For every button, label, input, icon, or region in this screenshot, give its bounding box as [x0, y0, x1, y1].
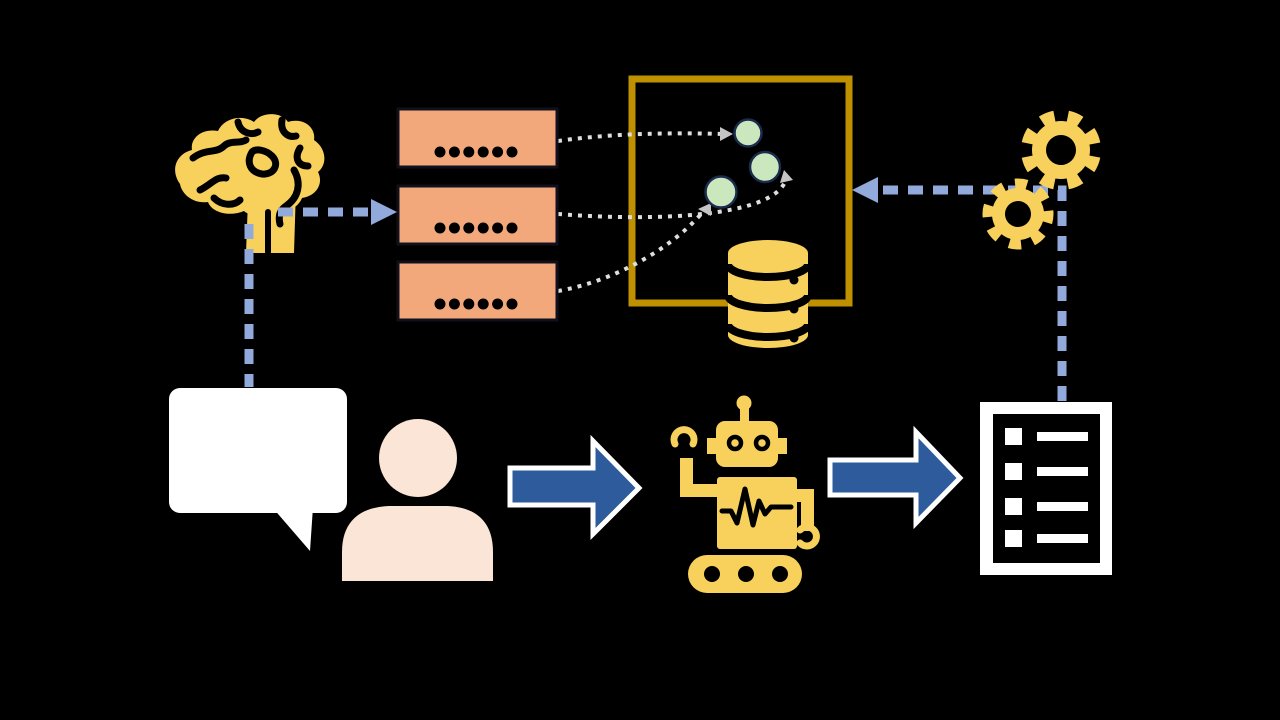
checklist-item-2 — [1005, 463, 1088, 480]
speech-bubble-icon — [169, 388, 347, 551]
robot-wheel-3 — [772, 566, 788, 582]
data-point-left — [704, 175, 738, 209]
robot-shoulder-left — [680, 484, 720, 497]
robot-antenna-ball — [736, 395, 752, 411]
robot-wheel-2 — [738, 566, 754, 582]
person-head — [379, 419, 457, 497]
brain-vessel-5 — [293, 144, 312, 170]
robot-arm-right — [801, 489, 814, 531]
checklist-bullet-1 — [1005, 428, 1022, 445]
database-led-1 — [789, 275, 799, 285]
brain-vessel-6 — [275, 166, 302, 228]
checklist-line-2 — [1037, 467, 1088, 476]
speech-bubble-body — [169, 388, 347, 513]
robot-claw-left — [670, 426, 698, 448]
gears-icon — [982, 110, 1101, 250]
checklist-document-icon — [980, 402, 1112, 575]
dotted-arrowhead-2 — [780, 170, 793, 183]
database-led-3 — [789, 333, 799, 343]
prompt-row-2 — [396, 184, 559, 246]
arrow-user-to-robot — [507, 434, 643, 541]
prompt-list — [396, 107, 559, 322]
database-band-3 — [724, 323, 812, 341]
gear-small-hole — [1005, 201, 1031, 227]
brain-vessel-2 — [196, 174, 230, 194]
checklist-item-4 — [1005, 530, 1088, 547]
person-icon — [342, 419, 493, 581]
gear-small-teeth — [982, 178, 1054, 250]
prompt-dots-row-2 — [434, 222, 518, 234]
checklist-line-4 — [1037, 534, 1088, 543]
gear-large-teeth — [1021, 110, 1101, 190]
dotted-connector-row3 — [557, 211, 704, 293]
checklist-item-3 — [1005, 498, 1088, 515]
dashed-gears-elbow — [878, 185, 1067, 401]
brain-vessel-7 — [210, 194, 244, 208]
brain-icon — [175, 114, 325, 255]
blue-dashed-connectors — [244, 177, 1067, 401]
prompt-dots-row-1 — [434, 146, 518, 158]
prompt-row-1 — [396, 107, 559, 169]
prompt-dots-row-3 — [434, 298, 518, 310]
robot-head — [716, 421, 778, 467]
database-led-2 — [789, 304, 799, 314]
dashed-arrowhead-left — [852, 177, 878, 203]
robot-eye-left — [726, 434, 744, 452]
robot-claw-right — [796, 523, 820, 550]
speech-bubble-tail — [272, 507, 313, 551]
database-band-1 — [724, 263, 812, 281]
database-icon — [724, 240, 812, 348]
prompt-row-3 — [396, 260, 559, 322]
data-points — [704, 118, 782, 209]
brain-vessel-4 — [278, 116, 300, 140]
checklist-bullet-3 — [1005, 498, 1022, 515]
arrow-robot-to-checklist — [827, 425, 964, 530]
database-band-2 — [724, 294, 812, 312]
data-point-top — [733, 118, 763, 148]
gear-large-hole — [1046, 135, 1076, 165]
gear-large — [1021, 110, 1101, 190]
checklist-line-3 — [1037, 502, 1088, 511]
checklist-bullet-2 — [1005, 463, 1022, 480]
data-point-right — [748, 150, 782, 184]
robot-icon — [670, 395, 820, 593]
brain-vessel-1 — [189, 136, 250, 162]
gear-small — [982, 178, 1054, 250]
checklist-bullet-4 — [1005, 530, 1022, 547]
dotted-connectors — [557, 127, 793, 293]
dotted-arrowhead-3 — [698, 203, 711, 216]
robot-eye-right — [753, 434, 771, 452]
dotted-arrowhead-1 — [720, 127, 733, 141]
checklist-item-1 — [1005, 428, 1088, 445]
brain-vessel-loop — [245, 146, 280, 178]
dotted-connector-row1 — [557, 131, 725, 143]
checklist-line-1 — [1037, 432, 1088, 441]
brain-vessel-3 — [234, 118, 262, 138]
dotted-connector-row2 — [557, 181, 787, 220]
person-body — [342, 506, 493, 581]
robot-wheel-1 — [704, 566, 720, 582]
robot-pulse-line — [719, 486, 794, 528]
database-body — [728, 240, 808, 348]
dashed-arrowhead-right — [371, 199, 397, 225]
robot-antenna-stem — [740, 408, 749, 424]
